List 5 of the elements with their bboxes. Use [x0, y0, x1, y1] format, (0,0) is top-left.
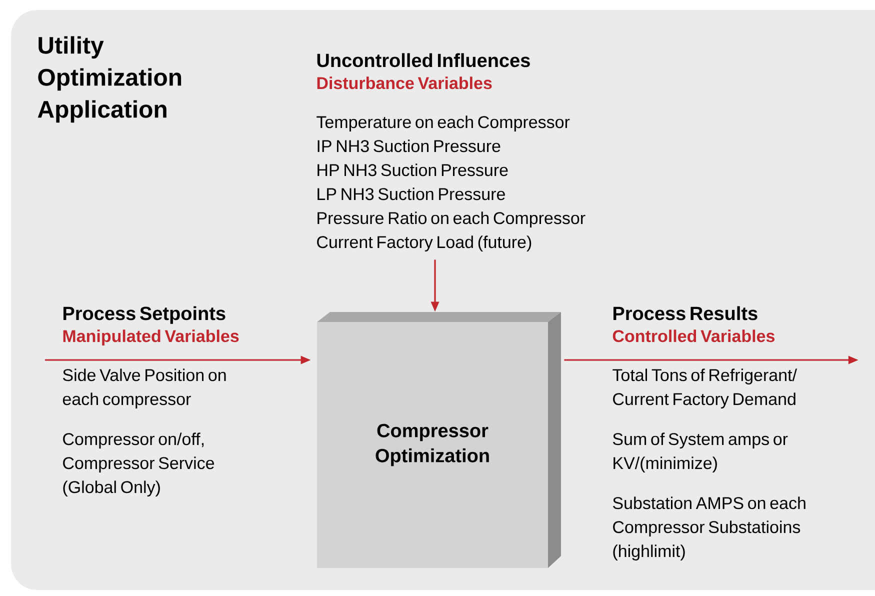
variable-list: Process Setpoints Manipulated Variables Side Valve Position on each compressor Compressor on/off, Compressor Service (Global Only)	[62, 306, 239, 496]
variable-list: Process Results Controlled Variables Total Tons of Refrigerant/ Current Factory Demand Sum of System amps or KV/(minimize) Substation AMPS on each Compressor Substatioins (highlimit)	[612, 306, 806, 560]
box-drawing: Compressor Optimization	[317, 312, 561, 568]
variable-list: Uncontrolled Influences Disturbance Variables Temperature on each Compressor IP NH3 Suction Pressure HP NH3 Suction Pressure LP NH3 Suction Pressure Pressure Ratio on each Compressor Current Factory Load (future)	[316, 53, 586, 252]
title: Utility Optimization Application	[38, 36, 182, 123]
